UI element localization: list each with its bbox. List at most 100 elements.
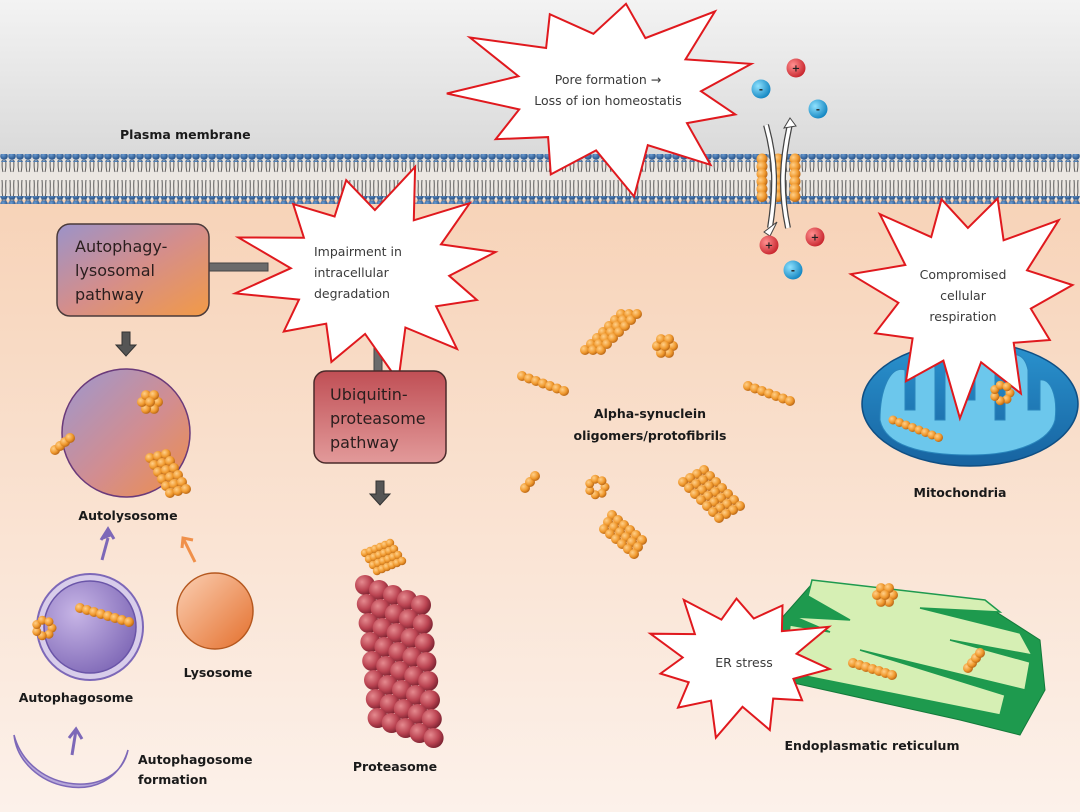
ion-charge: - [791, 266, 795, 277]
aggregate-bead [32, 626, 42, 636]
aggregate-bead [714, 513, 724, 523]
positive-ion: + [786, 58, 806, 78]
aggregate-bead [995, 380, 1005, 390]
autophagy-lysosomal-box: Autophagy- lysosomal pathway [56, 223, 210, 317]
ubiquitin-box-line3: pathway [330, 433, 399, 452]
mito-ring [990, 380, 1015, 406]
autophagy-box-line3: pathway [75, 285, 144, 304]
burst-pore-formation: Pore formation → Loss of ion homeostatis [446, 2, 755, 199]
aggregate-bead [165, 488, 175, 498]
pore-bead [756, 191, 768, 202]
burst-degradation-line2: intracellular [314, 265, 390, 280]
negative-ion: - [783, 260, 803, 280]
pore-bead [789, 191, 801, 202]
aggregate-bead [44, 629, 54, 639]
ubiquitin-box-line2: proteasome [330, 409, 426, 428]
burst-respiration-line3: respiration [929, 309, 996, 324]
proteasome-subunit [414, 633, 435, 653]
burst-pore-line2: Loss of ion homeostatis [534, 93, 681, 108]
alpha-synuclein-label-line1: Alpha-synuclein [594, 406, 706, 421]
aggregate-bead [389, 544, 399, 554]
alpha-synuclein-label-line2: oligomers/protofibrils [573, 428, 726, 443]
autophagosome-chain [75, 603, 134, 627]
mito-chain [888, 415, 943, 442]
burst-degradation-line3: degradation [314, 286, 390, 301]
aggregate-bead [597, 476, 607, 486]
protofibril [580, 309, 642, 355]
down-arrow-proteasome [368, 480, 392, 506]
negative-ion: - [808, 99, 828, 119]
burst-degradation-line1: Impairment in [314, 244, 402, 259]
proteasome-subunit [420, 690, 440, 710]
er-chain [848, 658, 897, 680]
autolysosome-sheet [145, 449, 191, 498]
aggregate-bead [597, 488, 607, 498]
down-arrow-autophagy [114, 331, 138, 357]
positive-ion: + [805, 227, 825, 247]
aggregate-bead [530, 471, 540, 481]
er-short-chain [963, 648, 985, 673]
autophagosome-label: Autophagosome [19, 690, 133, 705]
ions: + - - + + - [751, 58, 828, 280]
aggregate-bead [585, 485, 595, 495]
proteasome-subunit [421, 709, 442, 729]
proteasome [355, 538, 444, 748]
autophagosome [36, 573, 144, 681]
lysosome [176, 572, 254, 650]
ion-charge: + [765, 241, 773, 252]
aggregate-bead [559, 386, 569, 396]
ion-charge: + [792, 64, 800, 75]
proteasome-subunit [412, 614, 433, 634]
aggregate-bead [629, 549, 639, 559]
aggregate-bead [975, 648, 985, 658]
aggregate-bead [785, 396, 795, 406]
proteasome-subunit [416, 652, 437, 672]
er-label: Endoplasmatic reticulum [785, 738, 960, 753]
ubiquitin-box-line1: Ubiquitin- [330, 385, 408, 404]
ion-transport-arrows [763, 117, 797, 237]
burst-er-stress: ER stress [647, 596, 833, 740]
plasma-membrane-label: Plasma membrane [120, 127, 251, 142]
autophagy-box-line1: Autophagy- [75, 237, 167, 256]
negative-ion: - [751, 79, 771, 99]
aggregate-bead [393, 550, 403, 560]
aggregate-bead [632, 309, 642, 319]
aggregate-bead [181, 484, 191, 494]
aggregate-bead [660, 341, 670, 351]
proteasome-label: Proteasome [353, 759, 437, 774]
aggregate-bead [385, 538, 395, 548]
autophagosome-ring [32, 615, 57, 641]
burst-respiration-line1: Compromised [920, 267, 1007, 282]
autophagosome-formation-line2: formation [138, 772, 207, 787]
aggregate-bead [880, 590, 890, 600]
autolysosome-chain [50, 433, 75, 455]
aggregate-bead [934, 433, 943, 442]
phagophore-crescent [13, 734, 129, 789]
linear-oligomer [517, 371, 569, 396]
burst-compromised-respiration: Compromised cellular respiration [848, 196, 1075, 422]
annular-oligomer [585, 474, 610, 500]
proteasome-subunit [418, 671, 439, 691]
er-cluster [872, 583, 898, 607]
autolysosome-label: Autolysosome [78, 508, 177, 523]
mitochondria-label: Mitochondria [914, 485, 1007, 500]
ubiquitin-proteasome-box: Ubiquitin- proteasome pathway [313, 370, 447, 464]
ion-charge: - [816, 105, 820, 116]
plasma-membrane [0, 154, 1080, 204]
burst-intracellular-degradation: Impairment in intracellular degradation [231, 164, 499, 384]
alpha-synuclein-aggregates [32, 309, 1015, 680]
aggregate-bead [990, 391, 1000, 401]
aggregate-bead [37, 615, 47, 625]
ion-charge: - [759, 85, 763, 96]
burst-respiration-line2: cellular [940, 288, 987, 303]
burst-pore-line1: Pore formation → [555, 72, 661, 87]
proteasome-subunit [411, 595, 431, 615]
autophagosome-formation-line1: Autophagosome [138, 752, 252, 767]
aggregate-bead [1002, 382, 1012, 392]
ion-charge: + [811, 233, 819, 244]
proteasome-subunit [423, 728, 444, 748]
arrow-lyso-to-autolyso [180, 536, 197, 563]
aggregate-bead [887, 670, 897, 680]
